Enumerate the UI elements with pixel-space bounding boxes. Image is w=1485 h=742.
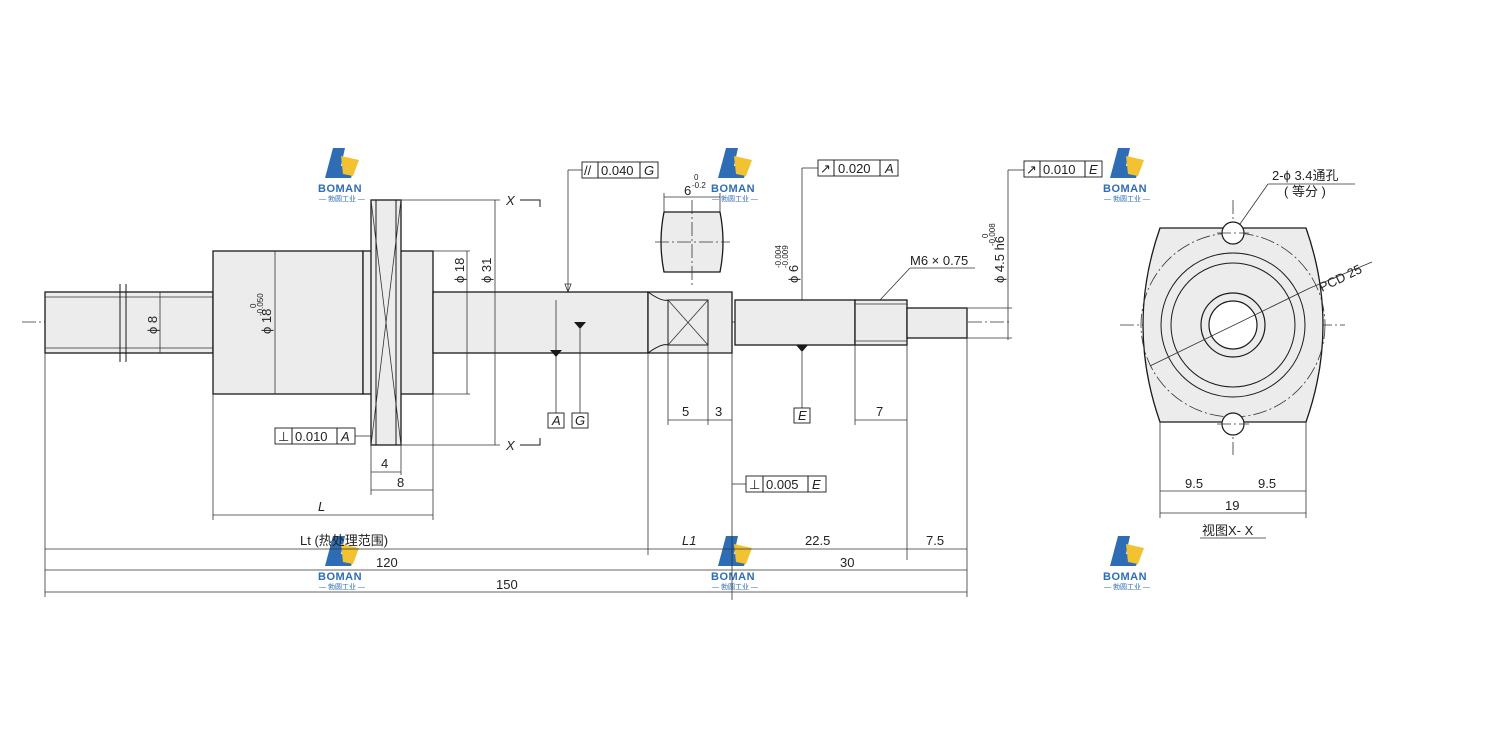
dim-3: 3 <box>715 404 722 419</box>
dim-d18-nut: ϕ 18 <box>259 309 274 334</box>
dim-5: 5 <box>682 404 689 419</box>
svg-text:— 勃圆工业 —: — 勃圆工业 — <box>1104 194 1150 203</box>
shaft-left-thread <box>44 291 214 354</box>
dim-120: 120 <box>376 555 398 570</box>
section-mark-bottom: X <box>505 438 516 453</box>
dim-d18-flange: ϕ 18 <box>452 258 467 283</box>
shaft-end-d45 <box>906 307 968 339</box>
dim-holes-note: ( 等分 ) <box>1284 184 1326 199</box>
svg-text:⊥: ⊥ <box>278 429 289 444</box>
boman-logo-2: BOMAN — 勃圆工业 — <box>711 148 758 203</box>
boman-logo-6: BOMAN — 勃圆工业 — <box>1103 536 1150 591</box>
dim-w6-tol-upper: 0 <box>694 173 699 182</box>
svg-text:↗: ↗ <box>820 161 831 176</box>
dim-lt: Lt (热处理范围) <box>300 533 388 548</box>
svg-text:BOMAN: BOMAN <box>1103 183 1147 195</box>
svg-text:— 勃圆工业 —: — 勃圆工业 — <box>319 194 365 203</box>
boman-logo-1: BOMAN — 勃圆工业 — <box>318 148 365 203</box>
dim-d18-tol-lower: -0.050 <box>256 293 265 316</box>
svg-text:— 勃圆工业 —: — 勃圆工业 — <box>712 194 758 203</box>
dim-w6-tol-lower: -0.2 <box>692 181 706 190</box>
dim-8: 8 <box>397 475 404 490</box>
svg-text:E: E <box>812 477 821 492</box>
dim-thread-m6: M6 × 0.75 <box>910 253 968 268</box>
datum-a: A <box>551 413 561 428</box>
dim-d45: ϕ 4.5 h6 <box>992 236 1007 283</box>
tol-perp-e: ⊥ 0.005 E <box>732 475 827 493</box>
boman-logo-3: BOMAN — 勃圆工业 — <box>1103 148 1150 203</box>
dim-d31: ϕ 31 <box>479 258 494 283</box>
dim-d6-tol-lower: -0.009 <box>781 245 790 268</box>
screw-shaft <box>432 291 649 354</box>
svg-text:⊥: ⊥ <box>749 477 760 492</box>
tol-runout-a: ↗ 0.020 A <box>801 159 899 300</box>
svg-text:0.010: 0.010 <box>295 429 328 444</box>
svg-text:BOMAN: BOMAN <box>711 571 755 583</box>
svg-text:G: G <box>644 163 654 178</box>
dim-22-5: 22.5 <box>805 533 830 548</box>
flat-section-view: 6 0 -0.2 <box>655 173 730 285</box>
boman-logo-5: BOMAN — 勃圆工业 — <box>711 536 758 591</box>
dim-d6: ϕ 6 <box>786 265 801 283</box>
svg-text:— 勃圆工业 —: — 勃圆工业 — <box>319 582 365 591</box>
shaft-step-d6 <box>734 299 856 346</box>
dim-w6: 6 <box>684 183 691 198</box>
dim-9-5-right: 9.5 <box>1258 476 1276 491</box>
dim-30: 30 <box>840 555 854 570</box>
svg-text:E: E <box>1089 162 1098 177</box>
bearing-journal <box>647 291 733 354</box>
tol-perp-a: ⊥ 0.010 A <box>274 427 371 445</box>
dim-7: 7 <box>876 404 883 419</box>
svg-text:A: A <box>340 429 350 444</box>
tol-runout-e: ↗ 0.010 E <box>1007 160 1103 340</box>
svg-text:0.005: 0.005 <box>766 477 799 492</box>
datum-g: G <box>575 413 585 428</box>
dim-d8: ϕ 8 <box>145 316 160 334</box>
svg-text:— 勃圆工业 —: — 勃圆工业 — <box>1104 582 1150 591</box>
view-title: 视图X- X <box>1202 523 1254 538</box>
dim-9-5-left: 9.5 <box>1185 476 1203 491</box>
dim-7-5: 7.5 <box>926 533 944 548</box>
tol-parallel-g: // 0.040 G <box>564 161 659 294</box>
svg-text:0.040: 0.040 <box>601 163 634 178</box>
svg-text:BOMAN: BOMAN <box>711 183 755 195</box>
shaft-thread-m6 <box>854 299 908 346</box>
dim-d45-tol-lower: -0.008 <box>988 223 997 246</box>
dim-d6-tol-upper: -0.004 <box>774 245 783 268</box>
dim-l: L <box>318 499 325 514</box>
dim-holes: 2-ϕ 3.4通孔 <box>1272 168 1339 183</box>
dim-150: 150 <box>496 577 518 592</box>
svg-text://: // <box>584 163 592 178</box>
datum-e: E <box>798 408 807 423</box>
dim-19: 19 <box>1225 498 1239 513</box>
dim-l1: L1 <box>682 533 696 548</box>
svg-text:BOMAN: BOMAN <box>318 571 362 583</box>
dim-d18-tol-upper: 0 <box>249 303 258 308</box>
dim-pcd: PCD 25 <box>1317 261 1364 294</box>
section-mark-top: X <box>505 193 516 208</box>
svg-text:↗: ↗ <box>1026 162 1037 177</box>
svg-text:BOMAN: BOMAN <box>318 183 362 195</box>
dim-d45-tol-upper: 0 <box>981 233 990 238</box>
svg-text:0.010: 0.010 <box>1043 162 1076 177</box>
end-view-xx: PCD 25 2-ϕ 3.4通孔 ( 等分 ) 9.5 9.5 19 视图X- … <box>1120 168 1373 539</box>
ball-nut-body <box>212 250 364 395</box>
svg-text:A: A <box>884 161 894 176</box>
svg-text:— 勃圆工业 —: — 勃圆工业 — <box>712 582 758 591</box>
dim-4: 4 <box>381 456 388 471</box>
svg-text:BOMAN: BOMAN <box>1103 571 1147 583</box>
svg-text:0.020: 0.020 <box>838 161 871 176</box>
